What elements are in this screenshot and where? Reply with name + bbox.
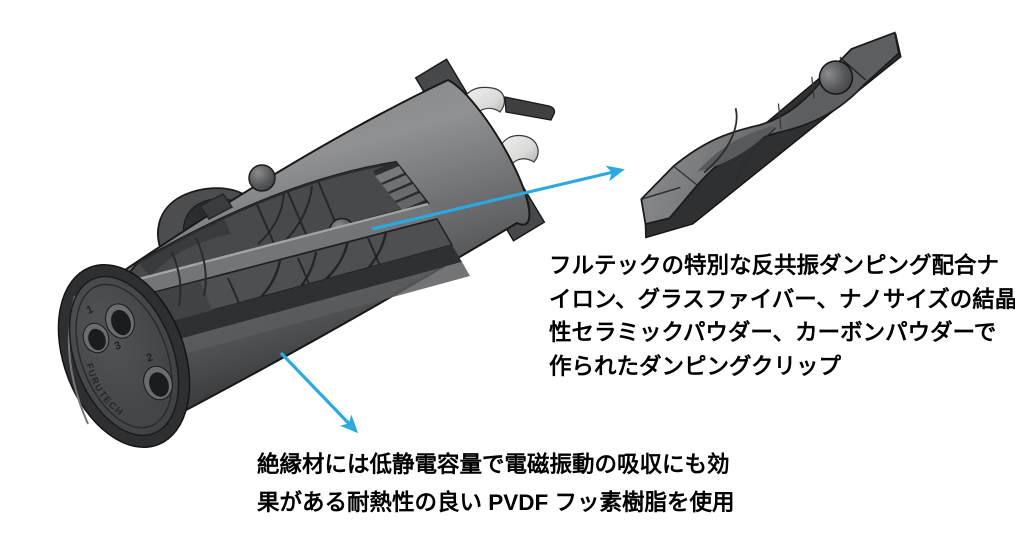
connector-body: 1 3 2 FURUTECH	[57, 58, 556, 449]
annotation-clip-line-1: フルテックの特別な反共振ダンピング配合ナ	[549, 253, 1000, 278]
clip-arrow-icon	[371, 165, 625, 231]
contact-comb	[373, 162, 427, 214]
upper-cutaway-window	[117, 160, 430, 287]
clip-scoop-curve	[703, 108, 738, 174]
clip-curve	[283, 185, 313, 243]
annotation-insulation-note: 絶縁材には低静電容量で電磁振動の吸収にも効 果がある耐熱性の良い PVDF フッ…	[257, 446, 777, 521]
clip-scoop-curve	[735, 127, 777, 186]
annotation-clip-note: フルテックの特別な反共振ダンピング配合ナ イロン、グラスファイバー、ナノサイズの…	[549, 249, 1015, 383]
clip-segment-line	[254, 199, 277, 249]
annotation-insulation-line-2: 果がある耐熱性の良い PVDF フッ素樹脂を使用	[257, 489, 735, 515]
pin-number-3: 3	[113, 339, 123, 352]
clip-dome	[818, 60, 854, 95]
wing-shadow-region	[138, 220, 231, 277]
clip-seam-line	[777, 103, 782, 130]
clip-curve	[257, 191, 285, 245]
clip-segment-line	[286, 189, 309, 240]
pin-number-1: 1	[85, 303, 95, 316]
annotation-clip-line-3: 性セラミックパウダー、カーボンパウダーで	[549, 320, 997, 345]
annotation-insulation-line-1: 絶縁材には低静電容量で電磁振動の吸収にも効	[257, 452, 730, 477]
socket-hole-2	[143, 365, 173, 401]
clip-facet-line	[673, 165, 698, 186]
rail-highlight-line	[111, 202, 429, 288]
annotation-clip-line-2: イロン、グラスファイバー、ナノサイズの結晶	[549, 286, 1015, 312]
damping-clip-part	[640, 31, 902, 239]
clip-facet-line	[641, 186, 681, 200]
socket-hole-3	[105, 303, 135, 339]
annotation-clip-line-4: 作られたダンピングクリップ	[549, 353, 842, 379]
xlr-front-face: 1 3 2 FURUTECH	[57, 263, 191, 449]
lower-highlight-band	[150, 262, 470, 361]
upper-window-top-shadow	[137, 162, 397, 264]
body-top-dome	[248, 164, 276, 192]
surface-notch	[198, 193, 234, 220]
clip-seam-line	[811, 76, 815, 99]
panel-line	[171, 251, 182, 307]
panel-line	[195, 237, 207, 297]
lower-rail-band	[140, 245, 462, 347]
socket-hole-1	[82, 322, 110, 354]
insulation-arrow-icon	[279, 351, 359, 434]
rear-pin	[504, 96, 556, 121]
face-step-ring	[75, 283, 173, 429]
pin-number-2: 2	[145, 351, 155, 364]
clip-step-line	[839, 56, 867, 81]
